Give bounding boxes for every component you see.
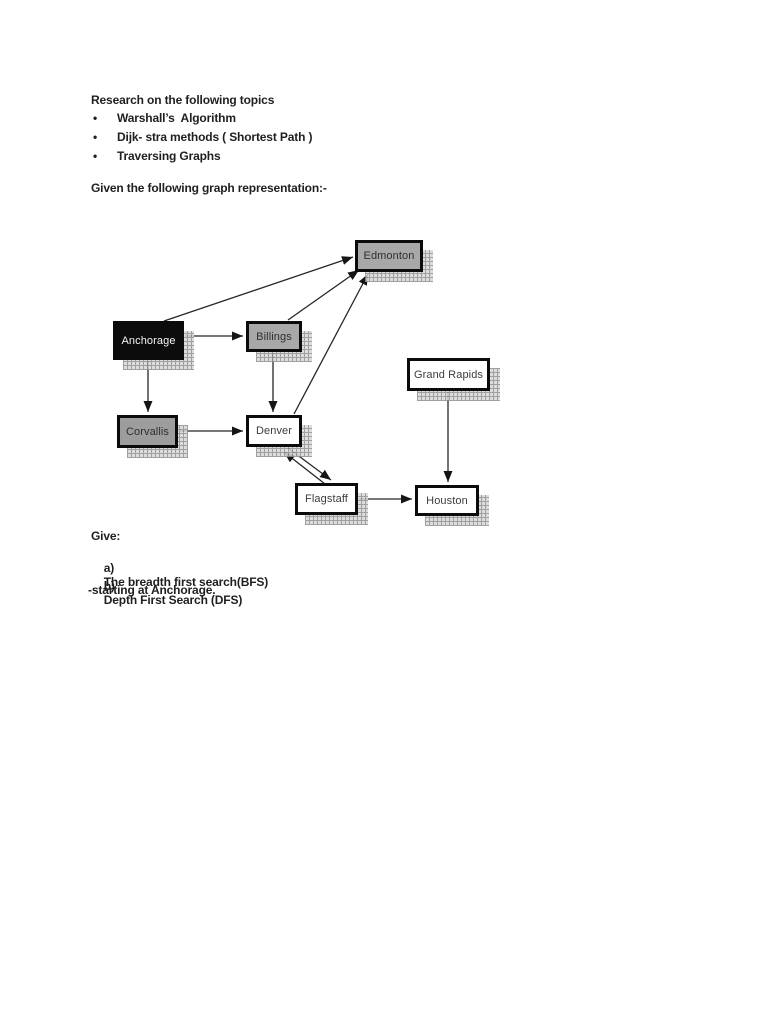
bullet-text: Traversing Graphs xyxy=(117,149,221,163)
node-edmonton: Edmonton xyxy=(355,240,423,272)
given-line: Given the following graph representation… xyxy=(91,181,327,195)
bullet-item: • Traversing Graphs xyxy=(93,149,221,163)
node-billings: Billings xyxy=(246,321,302,352)
bullet-marker: • xyxy=(93,149,98,163)
node-anchorage: Anchorage xyxy=(113,321,184,360)
bullet-item: • Dijk- stra methods ( Shortest Path ) xyxy=(93,130,312,144)
task-text: Depth First Search (DFS) xyxy=(103,593,243,607)
node-houston: Houston xyxy=(415,485,479,516)
node-flagstaff: Flagstaff xyxy=(295,483,358,515)
node-denver: Denver xyxy=(246,415,302,447)
bullet-item: • Warshall’s Algorithm xyxy=(93,111,236,125)
task-item-a: a) The breadth first search(BFS) xyxy=(91,547,269,603)
task-label: b) xyxy=(103,579,115,593)
bullet-marker: • xyxy=(93,130,98,144)
node-corvallis: Corvallis xyxy=(117,415,178,448)
tasks-note: -starting at Anchorage. xyxy=(88,583,216,597)
intro-heading: Research on the following topics xyxy=(91,93,275,107)
task-label: a) xyxy=(103,561,115,575)
task-text: The breadth first search(BFS) xyxy=(103,575,269,589)
bullet-text: Warshall’s Algorithm xyxy=(117,111,236,125)
node-grand-rapids: Grand Rapids xyxy=(407,358,490,391)
task-item-b: b) Depth First Search (DFS) xyxy=(91,565,243,621)
bullet-text: Dijk- stra methods ( Shortest Path ) xyxy=(117,130,313,144)
bullet-marker: • xyxy=(93,111,98,125)
tasks-heading: Give: xyxy=(91,529,121,543)
